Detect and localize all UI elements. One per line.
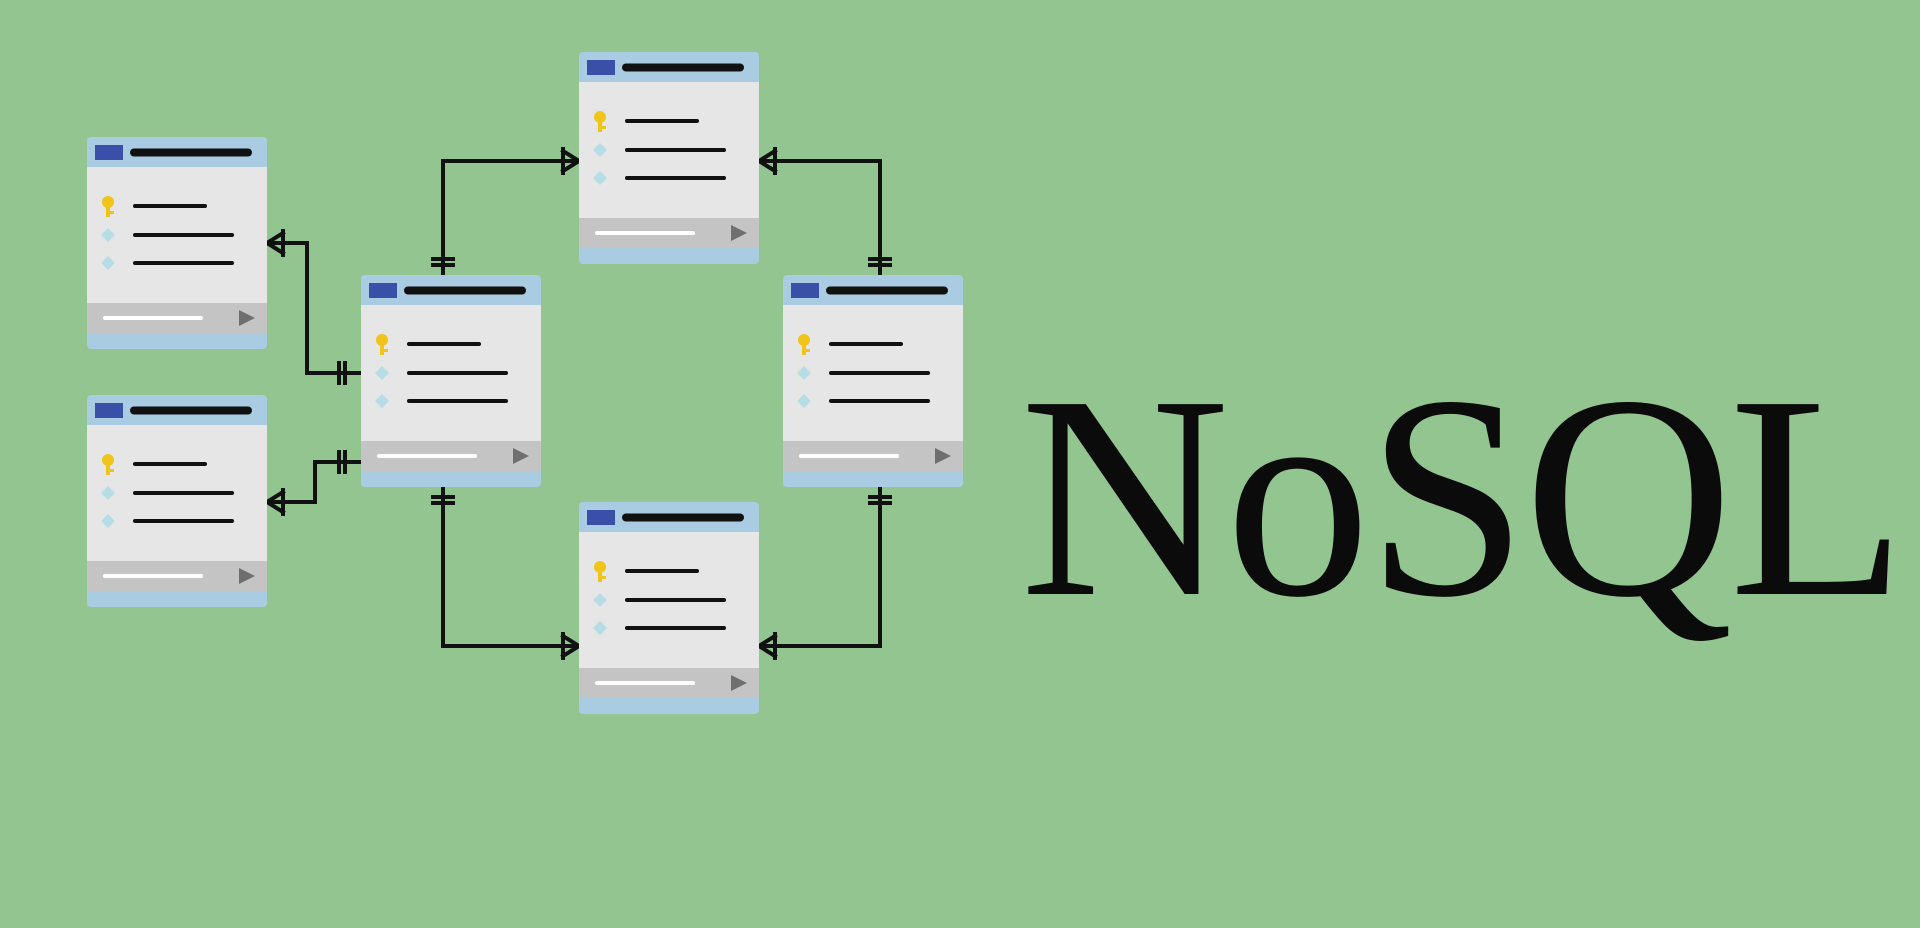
table-bottom-left	[87, 395, 267, 607]
diamond-icon	[593, 621, 607, 635]
page-title: NoSQL	[1020, 336, 1906, 657]
diamond-icon	[375, 394, 389, 408]
table-badge-icon	[95, 403, 123, 418]
connector-line	[757, 159, 882, 277]
table-top-left	[87, 137, 267, 349]
one-marker	[431, 495, 455, 505]
key-icon	[594, 111, 606, 132]
key-icon	[594, 561, 606, 582]
diamond-icon	[101, 486, 115, 500]
connector-line	[757, 485, 882, 648]
connectors	[263, 147, 892, 660]
one-marker	[337, 450, 347, 474]
one-marker	[868, 495, 892, 505]
one-marker	[337, 361, 347, 385]
tables	[87, 52, 963, 714]
table-badge-icon	[587, 510, 615, 525]
table-badge-icon	[95, 145, 123, 160]
play-arrow-icon	[731, 225, 747, 241]
diamond-icon	[101, 514, 115, 528]
table-badge-icon	[791, 283, 819, 298]
diamond-icon	[593, 593, 607, 607]
diamond-icon	[593, 143, 607, 157]
one-marker	[868, 257, 892, 267]
table-badge-icon	[587, 60, 615, 75]
diamond-icon	[593, 171, 607, 185]
connector-line	[441, 485, 581, 648]
diamond-icon	[101, 228, 115, 242]
table-bottom	[579, 502, 759, 714]
diamond-icon	[797, 394, 811, 408]
play-arrow-icon	[731, 675, 747, 691]
play-arrow-icon	[239, 310, 255, 326]
connector-line	[441, 159, 581, 277]
diamond-icon	[375, 366, 389, 380]
key-icon	[376, 334, 388, 355]
play-arrow-icon	[239, 568, 255, 584]
diamond-icon	[797, 366, 811, 380]
table-center	[361, 275, 541, 487]
one-marker	[431, 257, 455, 267]
diamond-icon	[101, 256, 115, 270]
key-icon	[102, 196, 114, 217]
play-arrow-icon	[935, 448, 951, 464]
table-top	[579, 52, 759, 264]
table-badge-icon	[369, 283, 397, 298]
connector-line	[265, 241, 363, 375]
play-arrow-icon	[513, 448, 529, 464]
key-icon	[798, 334, 810, 355]
key-icon	[102, 454, 114, 475]
table-right	[783, 275, 963, 487]
